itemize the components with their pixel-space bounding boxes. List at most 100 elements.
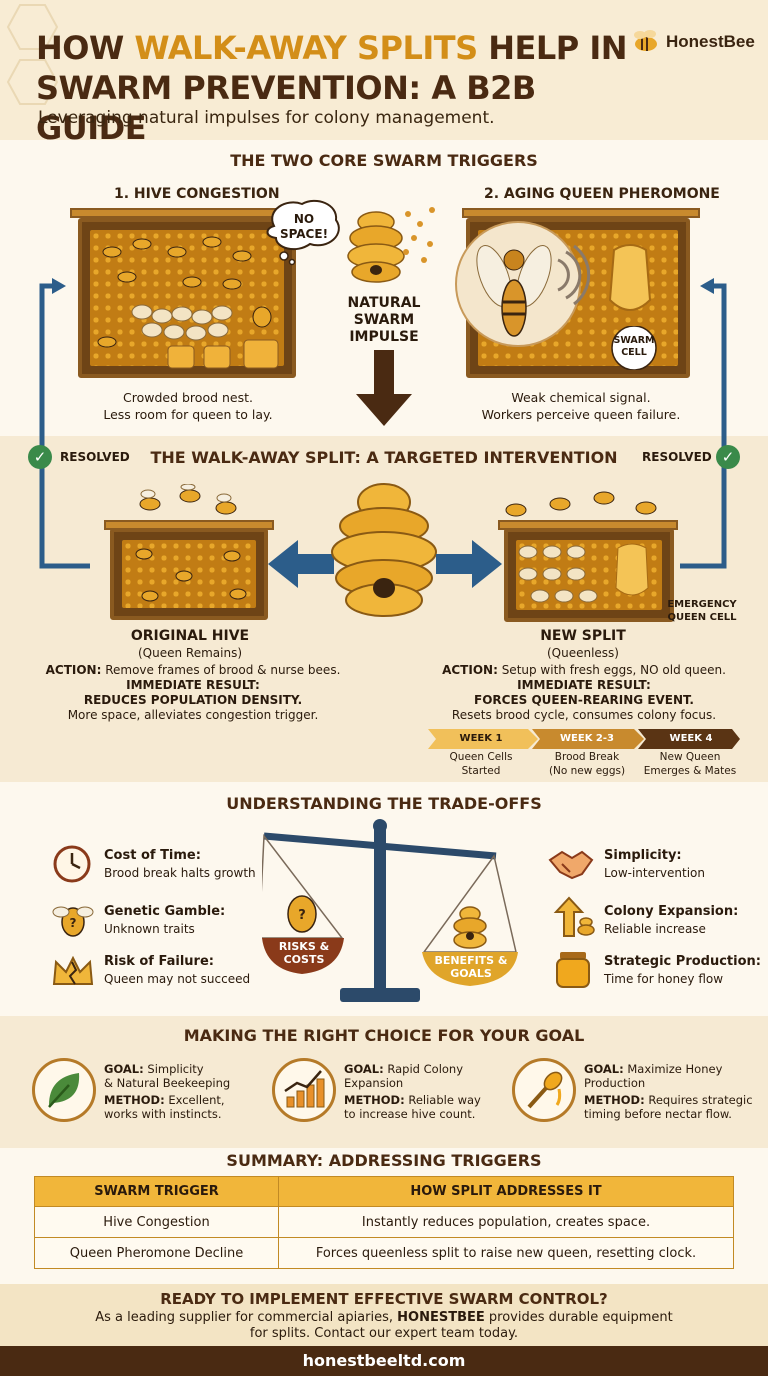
goal-3-text: GOAL: Maximize Honey Production METHOD: … — [584, 1062, 753, 1121]
cta-title: READY TO IMPLEMENT EFFECTIVE SWARM CONTR… — [160, 1290, 608, 1308]
goals-section — [0, 1016, 768, 1148]
table-header-row: SWARM TRIGGER HOW SPLIT ADDRESSES IT — [34, 1176, 734, 1207]
hive2-lid — [462, 208, 700, 218]
left-blue-arrow — [268, 540, 334, 588]
clock-icon — [53, 845, 91, 883]
timeline-step-3: WEEK 4 — [669, 733, 713, 744]
central-beehive-icon — [331, 483, 437, 617]
tradeoff-right-3-sub: Time for honey flow — [604, 972, 724, 986]
risks-pan-label: RISKS &COSTS — [278, 940, 330, 966]
honey-dipper-goal-icon — [512, 1058, 576, 1122]
timeline-caption-2: Brood Break(No new eggs) — [548, 751, 626, 777]
original-hive-subtitle: (Queen Remains) — [137, 646, 242, 660]
bees-crowd-icon — [97, 236, 279, 369]
timeline-bar — [428, 729, 740, 749]
svg-text:?: ? — [70, 916, 77, 930]
header — [0, 0, 768, 140]
tradeoff-left-3-title: Risk of Failure: — [104, 954, 214, 969]
brand-logo[interactable]: HonestBee — [628, 30, 755, 54]
congested-hive-illustration — [78, 218, 296, 378]
left-loop-arrow — [39, 278, 90, 569]
swarm-cell-icon — [608, 244, 652, 311]
tradeoff-right-2-sub: Reliable increase — [604, 922, 706, 936]
tradeoff-left-2-title: Genetic Gamble: — [104, 904, 226, 919]
down-arrow-icon — [356, 350, 412, 426]
tradeoff-left-3-sub: Queen may not succeed — [104, 972, 251, 986]
leaf-goal-icon — [32, 1058, 96, 1122]
timeline-step-1: WEEK 1 — [459, 733, 503, 744]
goal-1-text: GOAL: Simplicity & Natural Beekeeping ME… — [104, 1062, 231, 1121]
new-split-details: ACTION: Setup with fresh eggs, NO old qu… — [442, 663, 726, 722]
summary-heading: SUMMARY: ADDRESSING TRIGGERS — [226, 1151, 542, 1170]
tradeoff-right-1-sub: Low-intervention — [604, 866, 705, 880]
no-space-label: NO SPACE! — [279, 212, 329, 241]
original-hive-details: ACTION: Remove frames of brood & nurse b… — [45, 663, 341, 722]
tradeoff-right-1-title: Simplicity: — [604, 848, 682, 863]
trigger1-caption: Crowded brood nest.Less room for queen t… — [103, 390, 273, 422]
queen-bee-icon — [455, 221, 591, 347]
timeline-step-2: WEEK 2-3 — [560, 733, 614, 744]
original-hive-illustration — [110, 528, 268, 620]
swarm-cell-tag — [611, 326, 657, 370]
resolved-label-left: RESOLVED — [60, 450, 130, 464]
new-split-title: NEW SPLIT — [540, 628, 626, 644]
trigger2-caption: Weak chemical signal.Workers perceive qu… — [481, 390, 681, 422]
split-heading: THE WALK-AWAY SPLIT: A TARGETED INTERVEN… — [150, 448, 618, 467]
trigger1-title: 1. HIVE CONGESTION — [114, 186, 280, 202]
trigger2-title: 2. AGING QUEEN PHEROMONE — [484, 186, 720, 202]
original-hive-title: ORIGINAL HIVE — [130, 628, 250, 644]
table-cell-trigger: Queen Pheromone Decline — [34, 1237, 279, 1269]
goal-2-text: GOAL: Rapid Colony Expansion METHOD: Rel… — [344, 1062, 481, 1121]
question-bee-icon: ? — [52, 906, 94, 937]
table-cell-how: Instantly reduces population, creates sp… — [278, 1206, 734, 1238]
tradeoff-left-1-sub: Brood break halts growth — [104, 866, 256, 880]
eggs-larvae-icon — [518, 543, 649, 603]
table-cell-how: Forces queenless split to raise new quee… — [278, 1237, 734, 1269]
resolved-check-icon-left: ✓ — [28, 445, 52, 469]
balance-scale-icon: ? — [262, 819, 518, 1002]
column-header-how: HOW SPLIT ADDRESSES IT — [278, 1176, 734, 1207]
column-header-trigger: SWARM TRIGGER — [34, 1176, 279, 1207]
table-row: Hive Congestion Instantly reduces popula… — [34, 1206, 734, 1238]
new-split-hive-illustration — [504, 528, 674, 622]
triggers-heading: THE TWO CORE SWARM TRIGGERS — [230, 151, 538, 170]
bees-flying-icon — [139, 484, 237, 515]
tradeoff-left-2-sub: Unknown traits — [104, 922, 195, 936]
new-split-subtitle: (Queenless) — [546, 646, 619, 660]
broken-crown-icon — [52, 956, 94, 985]
growth-chart-goal-icon — [272, 1058, 336, 1122]
tradeoff-right-3-title: Strategic Production: — [604, 954, 761, 969]
footer-website-link[interactable]: honestbeeltd.com — [0, 1346, 768, 1376]
goals-heading: MAKING THE RIGHT CHOICE FOR YOUR GOAL — [183, 1026, 585, 1045]
cta-section — [0, 1284, 768, 1346]
cta-body: As a leading supplier for commercial api… — [95, 1310, 673, 1341]
tradeoff-left-1-title: Cost of Time: — [104, 848, 201, 863]
swarm-hive-icon — [347, 207, 435, 283]
brand-name: HonestBee — [666, 32, 755, 51]
right-loop-arrow — [680, 278, 727, 569]
growth-arrow-icon — [553, 896, 595, 937]
handshake-icon — [548, 850, 594, 880]
bee-logo-icon — [634, 30, 657, 51]
tradeoff-right-2-title: Colony Expansion: — [604, 904, 739, 919]
summary-table: SWARM TRIGGER HOW SPLIT ADDRESSES IT Hiv… — [34, 1176, 734, 1269]
table-row: Queen Pheromone Decline Forces queenless… — [34, 1237, 734, 1269]
resolved-label-right: RESOLVED — [642, 450, 712, 464]
right-blue-arrow — [436, 540, 502, 588]
page-title: HOW WALK-AWAY SPLITS HELP IN SWARM PREVE… — [36, 29, 628, 147]
bees-sparse-icon — [135, 548, 247, 602]
tradeoffs-heading: UNDERSTANDING THE TRADE-OFFS — [226, 794, 542, 813]
benefits-pan-label: BENEFITS &GOALS — [434, 954, 508, 980]
cta-brand: HONESTBEE — [397, 1310, 485, 1325]
resolved-check-icon-right: ✓ — [716, 445, 740, 469]
bees-on-split-icon — [505, 491, 657, 517]
honey-jar-icon — [556, 952, 590, 988]
hexagon-pattern-decoration — [6, 4, 59, 105]
table-cell-trigger: Hive Congestion — [34, 1206, 279, 1238]
svg-text:?: ? — [298, 908, 306, 923]
